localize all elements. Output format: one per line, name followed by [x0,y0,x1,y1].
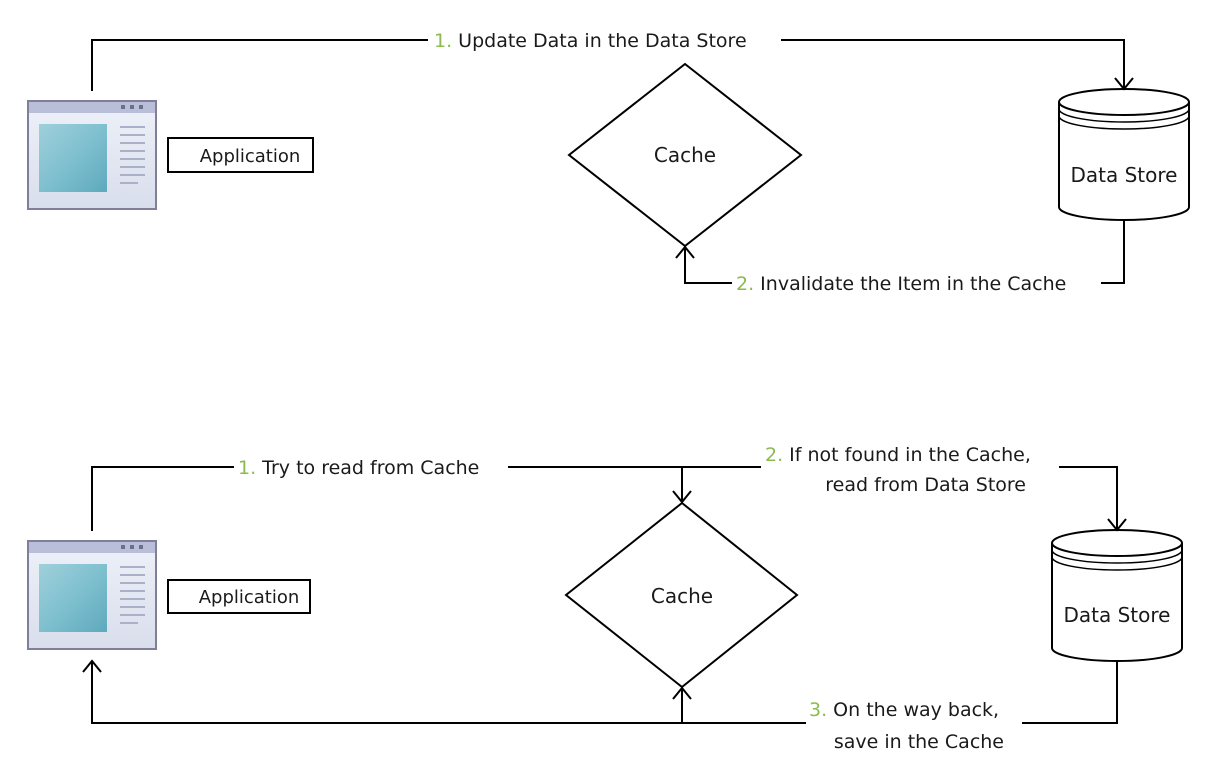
bottom-application-label-box: Application [167,579,311,614]
bottom-datastore-label: Data Store [1064,603,1171,627]
top-cache-node: Cache [567,62,803,248]
top-datastore-node: Data Store [1058,88,1190,221]
top-step1-label: 1. Update Data in the Data Store [434,30,747,52]
top-application-label-box: Application [167,137,314,173]
bottom-step3-label: 3. On the way back, [809,699,999,721]
top-application-label: Application [200,146,301,167]
bottom-cache-label: Cache [651,584,713,608]
top-application-window-icon [27,100,157,210]
top-edge-invalidate-cache: 2. Invalidate the Item in the Cache [675,221,1125,295]
top-datastore-label: Data Store [1071,163,1178,187]
bottom-application-window-icon [27,540,157,650]
bottom-step2-label-line2: read from Data Store [825,474,1026,496]
bottom-datastore-node: Data Store [1051,529,1183,662]
bottom-edge-read-cache: 1. Try to read from Cache [91,457,761,531]
bottom-application-label: Application [199,587,300,608]
bottom-cache-node: Cache [564,501,799,689]
bottom-edge-read-datastore: 2. If not found in the Cache, read from … [765,444,1127,532]
bottom-step1-label: 1. Try to read from Cache [238,457,479,479]
bottom-diagram: Application Cache Data Store 1. Try to r… [27,444,1183,753]
top-diagram: Application Cache Data Store 1. Update D… [27,30,1190,295]
top-cache-label: Cache [654,143,716,167]
bottom-edge-return-and-save: 3. On the way back, save in the Cache [82,659,1118,753]
top-edge-update-datastore: 1. Update Data in the Data Store [91,30,1134,91]
top-step2-label: 2. Invalidate the Item in the Cache [736,273,1066,295]
bottom-step2-label: 2. If not found in the Cache, [765,444,1031,466]
bottom-step3-label-line2: save in the Cache [834,731,1004,753]
